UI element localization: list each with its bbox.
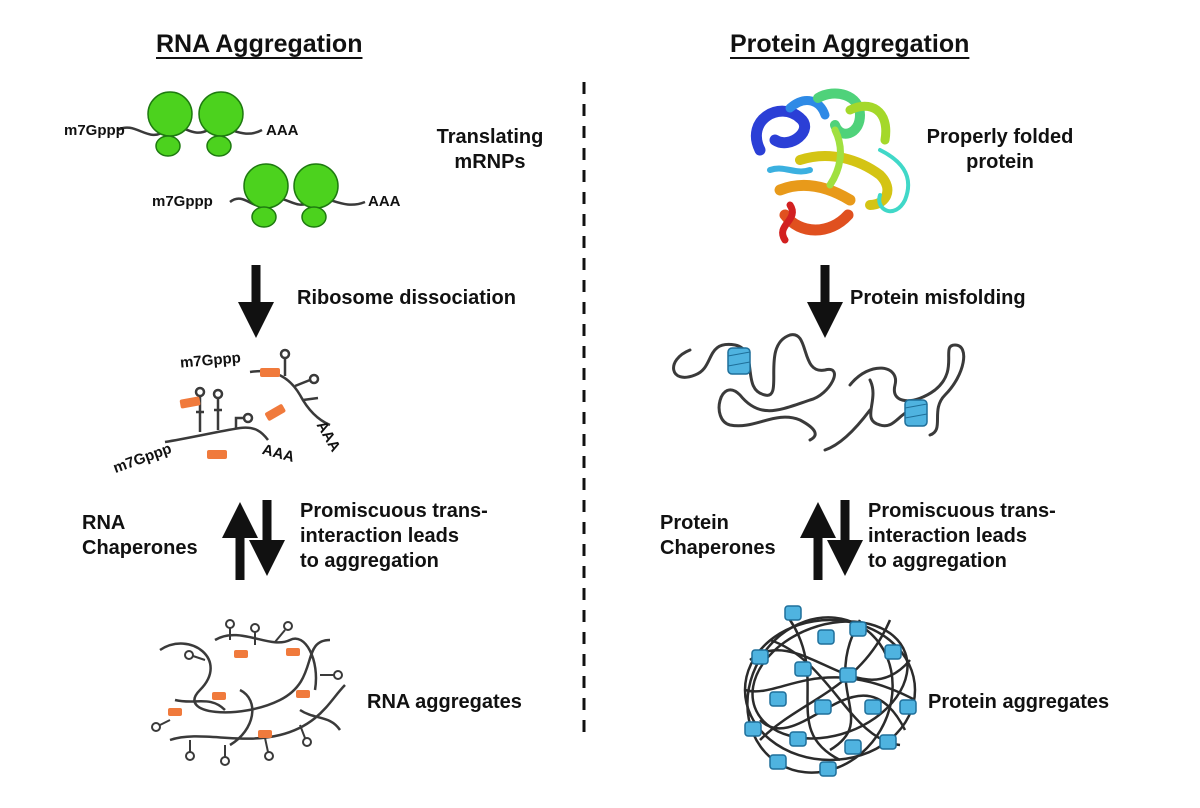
rna-aggregates-label: RNA aggregates	[367, 691, 522, 713]
rna-aggregate-rbp-4	[168, 708, 182, 716]
translating-mrnps-line1: Translating	[436, 126, 544, 148]
rna-promiscuous-line1: Promiscuous trans-	[300, 500, 488, 522]
ribosome-dissociation-label: Ribosome dissociation	[297, 287, 516, 309]
properly-folded-line2: protein	[966, 151, 1034, 173]
rna-aggregate-rbp-1	[234, 650, 248, 658]
translating-mrnps-line2: mRNPs	[454, 151, 526, 173]
rbp-3	[265, 404, 286, 421]
protein-chaperones-line2: Chaperones	[660, 537, 776, 559]
protein-misfolding-label: Protein misfolding	[850, 287, 1026, 309]
folded-protein-structure	[750, 88, 911, 244]
rna-aggregate-rbp-6	[296, 690, 310, 698]
protein-promiscuous-line3: to aggregation	[868, 550, 1007, 572]
rna-aggregate	[151, 619, 346, 766]
mrnp1-tail-label: AAA	[266, 122, 299, 139]
mrnp1-cap-label: m7Gppp	[64, 122, 125, 139]
protein-aggregation-title: Protein Aggregation	[730, 30, 970, 58]
misfolded-protein-strands	[672, 333, 966, 452]
rna-aggregate-rbp-3	[286, 648, 300, 656]
translating-mrnp-1	[117, 91, 263, 157]
rna-promiscuous-line2: interaction leads	[300, 525, 459, 547]
rbp-1	[260, 368, 280, 377]
misfolded-helix-2	[904, 399, 928, 427]
protein-chaperones-line1: Protein	[660, 512, 729, 534]
rna-aggregate-rbp-5	[258, 730, 272, 738]
rna-promiscuous-label: Promiscuous trans- interaction leads to …	[300, 499, 488, 574]
protein-chaperones-label: Protein Chaperones	[660, 511, 776, 561]
mrnp2-cap-label: m7Gppp	[152, 193, 213, 210]
rna-aggregate-rbp-2	[212, 692, 226, 700]
translating-mrnp-2	[229, 163, 366, 228]
protein-aggregates-label: Protein aggregates	[928, 691, 1110, 713]
rna-chaperones-line2: Chaperones	[82, 537, 198, 559]
protein-promiscuous-label: Promiscuous trans- interaction leads to …	[868, 499, 1056, 574]
properly-folded-protein-label: Properly folded protein	[910, 125, 1090, 175]
properly-folded-line1: Properly folded	[926, 126, 1074, 148]
rbp-2	[179, 396, 201, 409]
protein-aggregate-helices	[744, 605, 917, 777]
rbp-4	[207, 450, 227, 459]
misfolded-helix-1	[727, 347, 751, 375]
rna-aggregation-title: RNA Aggregation	[156, 30, 363, 58]
protein-promiscuous-line1: Promiscuous trans-	[868, 500, 1056, 522]
translating-mrnps-label: Translating mRNPs	[420, 125, 560, 175]
rna-chaperones-line1: RNA	[82, 512, 126, 534]
mrnp2-tail-label: AAA	[368, 193, 401, 210]
protein-promiscuous-line2: interaction leads	[868, 525, 1027, 547]
rna-chaperones-label: RNA Chaperones	[82, 511, 198, 561]
rna-promiscuous-line3: to aggregation	[300, 550, 439, 572]
